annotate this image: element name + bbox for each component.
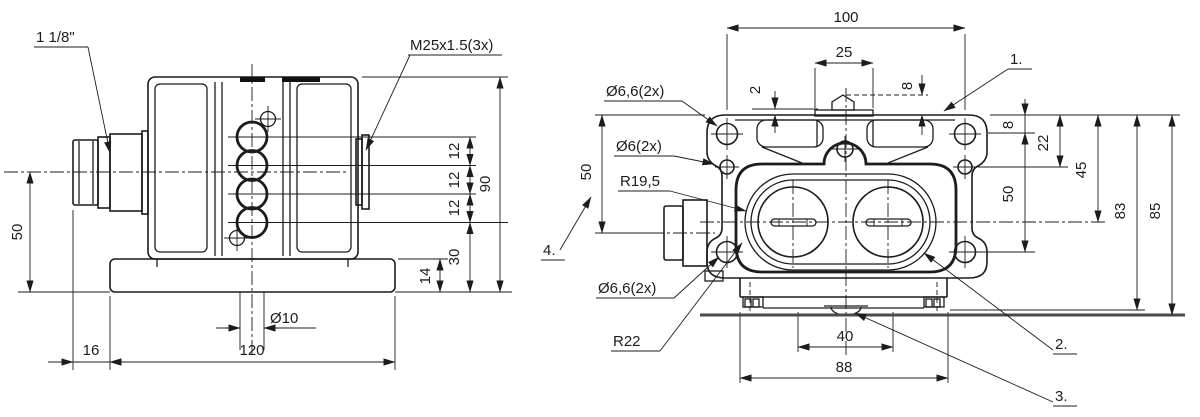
dim-90: 90 <box>477 176 494 193</box>
dim-50-right: 50 <box>1000 186 1017 203</box>
item-numbers: 1. 2. 3. 4. <box>541 51 1077 407</box>
callout-thread: M25x1.5(3x) <box>410 37 493 54</box>
callout-radius-outer: R22 <box>613 333 641 350</box>
dim-30: 30 <box>446 249 463 266</box>
side-connector <box>663 199 724 282</box>
dim-120: 120 <box>239 342 264 359</box>
conduit-connector <box>72 130 149 215</box>
dim-100: 100 <box>833 9 858 26</box>
right-view-extension-lines <box>595 34 1180 383</box>
top-center-hole <box>832 136 858 162</box>
callout-hole-side: Ø6(2x) <box>616 138 662 155</box>
corner-hole <box>949 236 981 268</box>
left-view-base <box>109 258 396 350</box>
callout-radius-inner: R19,5 <box>620 173 660 190</box>
dim-16: 16 <box>83 342 100 359</box>
lower-body-feet <box>700 278 1185 317</box>
item-4: 4. <box>543 242 556 259</box>
right-view-dimensions: 100 25 8 2 50 8 50 22 45 83 85 <box>578 9 1176 382</box>
side-hole <box>953 155 977 179</box>
top-slot-mark <box>240 77 265 82</box>
left-view-dimensions: 50 16 120 Ø10 12 12 12 30 14 90 <box>9 76 504 366</box>
cable-gland-boss <box>355 134 370 210</box>
item-2: 2. <box>1055 336 1068 353</box>
dim-2: 2 <box>747 86 764 94</box>
left-view: 50 16 120 Ø10 12 12 12 30 14 90 <box>4 29 512 370</box>
dim-22: 22 <box>1035 135 1052 152</box>
dim-45: 45 <box>1073 162 1090 179</box>
item-1: 1. <box>1010 51 1023 68</box>
dim-8-right: 8 <box>1000 121 1017 129</box>
dim-40: 40 <box>837 328 854 345</box>
callout-conduit-size: 1 1/8" <box>36 29 75 46</box>
dim-83: 83 <box>1112 203 1129 220</box>
corner-hole <box>949 118 981 150</box>
bores <box>757 186 924 258</box>
side-hole <box>715 155 739 179</box>
small-screw-hole <box>224 225 250 251</box>
callout-hole-bottom: Ø6,6(2x) <box>598 280 656 297</box>
dim-50-plate-left: 50 <box>578 164 595 181</box>
seal-groove-rings <box>744 173 937 271</box>
clamp-tab <box>831 94 855 111</box>
left-view-body <box>147 76 359 260</box>
dim-88: 88 <box>836 359 853 376</box>
mounting-plate <box>706 114 988 279</box>
dim-25: 25 <box>836 44 853 61</box>
dim-8-top: 8 <box>899 82 916 90</box>
callout-hole-dia: Ø10 <box>270 310 298 327</box>
terminal-holes <box>224 106 281 251</box>
small-screw-hole <box>255 106 281 132</box>
dim-12-a: 12 <box>446 143 463 160</box>
callout-hole-top: Ø6,6(2x) <box>606 83 664 100</box>
gasket-contour <box>734 141 958 274</box>
top-slot-mark <box>282 77 320 82</box>
corner-hole <box>711 118 743 150</box>
dim-85: 85 <box>1147 203 1164 220</box>
dim-12-b: 12 <box>446 172 463 189</box>
item-3: 3. <box>1055 388 1068 405</box>
right-view-callouts: Ø6,6(2x) Ø6(2x) R19,5 Ø6,6(2x) R22 <box>596 83 747 352</box>
dim-50-left: 50 <box>9 224 26 241</box>
right-view: 100 25 8 2 50 8 50 22 45 83 85 <box>541 9 1185 407</box>
dim-14: 14 <box>417 268 434 285</box>
top-recesses <box>756 94 934 164</box>
left-view-extension-lines <box>18 76 512 370</box>
left-view-callouts: 1 1/8" M25x1.5(3x) <box>34 29 502 154</box>
dim-12-c: 12 <box>446 200 463 217</box>
